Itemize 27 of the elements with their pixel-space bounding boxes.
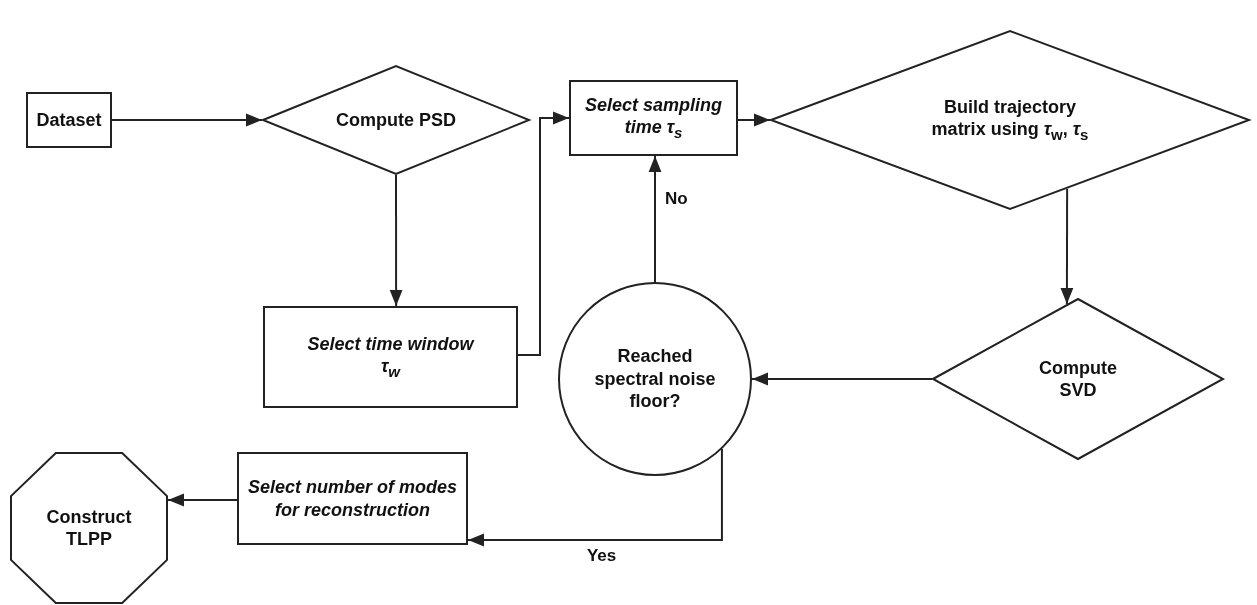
node-label: Reached spectral noise floor? xyxy=(593,345,717,413)
arrow xyxy=(751,372,933,386)
node-label: Select time window τ$_{w}$ xyxy=(306,332,476,382)
node-label: Construct TLPP xyxy=(45,505,133,551)
node-label: Build trajectory matrix using τ$_{w}$, τ$_{s}$ xyxy=(930,95,1090,145)
arrow xyxy=(111,113,263,127)
node-label: Dataset xyxy=(35,108,103,132)
process-box xyxy=(569,80,738,156)
node-label: Compute SVD xyxy=(1038,356,1118,402)
decision-diamond xyxy=(932,298,1224,460)
arrow xyxy=(517,111,570,356)
arrow xyxy=(648,155,662,283)
process-box xyxy=(237,452,468,545)
node-label: Select sampling time τ$_{s}$ xyxy=(583,93,724,143)
process-box xyxy=(263,306,518,408)
arrow xyxy=(737,113,771,127)
decision-circle xyxy=(558,282,752,476)
arrow xyxy=(1060,187,1074,305)
node-label: Select number of modes for reconstruction xyxy=(247,476,458,521)
decision-diamond xyxy=(770,30,1250,210)
arrow xyxy=(467,448,723,547)
arrow xyxy=(389,174,403,307)
process-box xyxy=(26,92,112,148)
terminal-octagon xyxy=(10,452,168,604)
node-label: Compute PSD xyxy=(336,108,456,132)
arrow xyxy=(167,493,238,507)
decision-diamond xyxy=(262,65,530,175)
